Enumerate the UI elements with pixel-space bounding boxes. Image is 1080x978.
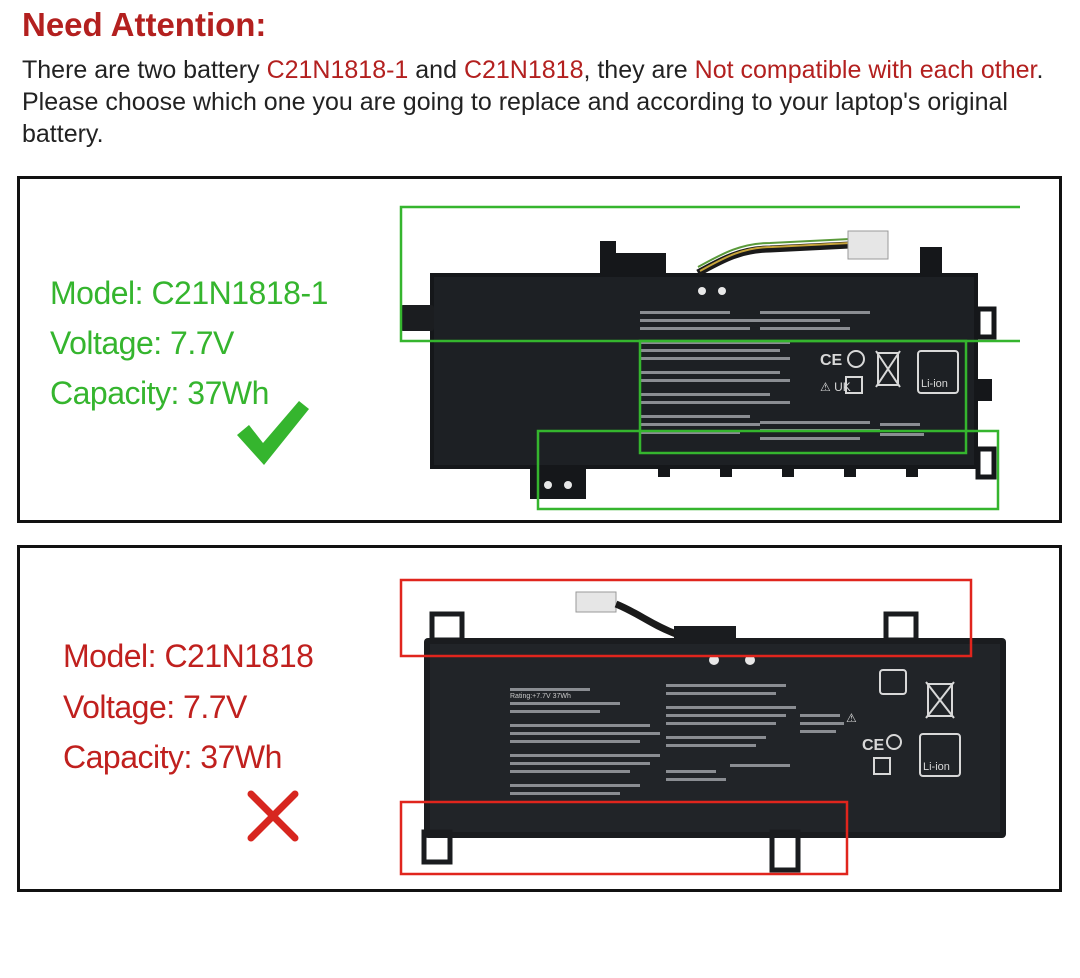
li-ion-label: Li-ion (921, 378, 948, 390)
voltage-label: Voltage: 7.7V (63, 689, 247, 725)
svg-text:⚠: ⚠ (846, 711, 857, 725)
rating-label: Rating:+7.7V 37Wh (510, 693, 571, 700)
li-ion-label: Li-ion (923, 761, 950, 773)
intro-text: There are two battery C21N1818-1 and C21… (22, 54, 1067, 150)
model-label: Model: C21N1818-1 (50, 275, 328, 311)
page-title: Need Attention: (22, 6, 267, 43)
intro-text-part: . Please choose which one you are going … (22, 56, 1044, 148)
x-icon (247, 790, 299, 842)
svg-text:CE: CE (862, 737, 885, 754)
svg-text:CE: CE (820, 352, 843, 369)
capacity-label: Capacity: 37Wh (50, 375, 269, 411)
battery-image-c21n1818-1: CE ⚠ UK Li-ion (399, 205, 1020, 511)
voltage-label: Voltage: 7.7V (50, 325, 234, 361)
svg-text:⚠ UK: ⚠ UK (820, 380, 851, 394)
model-b-highlight: C21N1818 (463, 56, 584, 84)
intro-text-part: , they are (583, 56, 695, 84)
model-label: Model: C21N1818 (63, 638, 314, 674)
intro-text-part: and (408, 56, 464, 84)
check-icon (237, 401, 309, 465)
compatible-battery-panel: Model: C21N1818-1 Voltage: 7.7V Capacity… (17, 176, 1062, 523)
intro-text-part: There are two battery (22, 56, 267, 84)
battery-image-c21n1818: Rating:+7.7V 37Wh ⚠ CE Li-ion (399, 578, 1006, 876)
model-a-highlight: C21N1818-1 (266, 56, 409, 84)
not-compatible-warning: Not compatible with each other (694, 56, 1037, 84)
incompatible-battery-panel: Model: C21N1818 Voltage: 7.7V Capacity: … (17, 545, 1062, 892)
capacity-label: Capacity: 37Wh (63, 739, 282, 775)
